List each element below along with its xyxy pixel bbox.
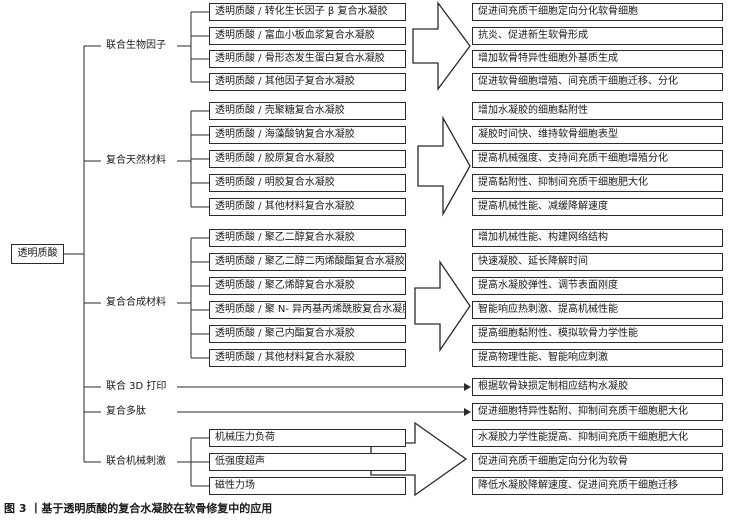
group-3-label: 复合合成材料 — [106, 297, 166, 308]
group-5-outcome-1: 促进细胞特异性黏附、抑制间充质干细胞肥大化 — [472, 403, 723, 421]
group-1-item-2: 透明质酸 / 富血小板血浆复合水凝胶 — [209, 27, 406, 45]
group-6-label: 联合机械刺激 — [106, 456, 166, 467]
group-2-outcome-5: 提高机械性能、减缓降解速度 — [472, 198, 723, 216]
group-1-outcome-2: 抗炎、促进新生软骨形成 — [472, 27, 723, 45]
group-4-long-arrowhead — [464, 383, 471, 391]
group-6-item-1: 机械压力负荷 — [209, 429, 406, 447]
group-1-item-3: 透明质酸 / 骨形态发生蛋白复合水凝胶 — [209, 50, 406, 68]
group-2-item-5: 透明质酸 / 其他材料复合水凝胶 — [209, 198, 406, 216]
group-3-outcome-1: 增加机械性能、构建网络结构 — [472, 229, 723, 247]
group-2-item-3: 透明质酸 / 胶原复合水凝胶 — [209, 150, 406, 168]
group-3-item-4: 透明质酸 / 聚 N- 异丙基丙烯酰胺复合水凝胶 — [209, 301, 406, 319]
group-3-item-3: 透明质酸 / 聚乙烯醇复合水凝胶 — [209, 277, 406, 295]
group-3-item-2: 透明质酸 / 聚乙二醇二丙烯酸酯复合水凝胶 — [209, 253, 406, 271]
group-2-outcome-3: 提高机械强度、支持间充质干细胞增殖分化 — [472, 150, 723, 168]
group-2-label: 复合天然材料 — [106, 155, 166, 166]
group-1-outcome-3: 增加软骨特异性细胞外基质生成 — [472, 50, 723, 68]
group-3-item-5: 透明质酸 / 聚己内酯复合水凝胶 — [209, 325, 406, 343]
group-1-outcome-1: 促进间充质干细胞定向分化软骨细胞 — [472, 3, 723, 21]
group-6-item-3: 磁性力场 — [209, 477, 406, 495]
group-3-outcome-3: 提高水凝胶弹性、调节表面刚度 — [472, 277, 723, 295]
group-1-item-4: 透明质酸 / 其他因子复合水凝胶 — [209, 73, 406, 91]
figure-caption: 图 3 丨基于透明质酸的复合水凝胶在软骨修复中的应用 — [4, 502, 273, 515]
group-2-item-1: 透明质酸 / 壳聚糖复合水凝胶 — [209, 102, 406, 120]
group-1-label: 联合生物因子 — [106, 40, 166, 51]
group-1-big-arrow — [412, 1, 471, 91]
group-2-outcome-1: 增加水凝胶的细胞黏附性 — [472, 102, 723, 120]
group-6-outcome-1: 水凝胶力学性能提高、抑制间充质干细胞肥大化 — [472, 429, 723, 447]
group-3-big-arrow — [414, 259, 471, 353]
group-6-outcome-2: 促进间充质干细胞定向分化为软骨 — [472, 453, 723, 471]
group-6-outcome-3: 降低水凝胶降解速度、促进间充质干细胞迁移 — [472, 477, 723, 495]
group-3-outcome-2: 快速凝胶、延长降解时间 — [472, 253, 723, 271]
group-2-outcome-4: 提高黏附性、抑制间充质干细胞肥大化 — [472, 174, 723, 192]
group-5-long-arrowhead — [464, 408, 471, 416]
group-6-big-arrow — [370, 421, 468, 497]
root-node: 透明质酸 — [11, 244, 64, 264]
group-2-item-4: 透明质酸 / 明胶复合水凝胶 — [209, 174, 406, 192]
group-1-item-1: 透明质酸 / 转化生长因子 β 复合水凝胶 — [209, 3, 406, 21]
group-3-outcome-5: 提高细胞黏附性、模拟软骨力学性能 — [472, 325, 723, 343]
group-5-label: 复合多肽 — [106, 406, 146, 417]
group-3-item-6: 透明质酸 / 其他材料复合水凝胶 — [209, 349, 406, 367]
group-3-outcome-4: 智能响应热刺激、提高机械性能 — [472, 301, 723, 319]
group-2-big-arrow — [417, 115, 471, 217]
group-1-outcome-4: 促进软骨细胞增殖、间充质干细胞迁移、分化 — [472, 73, 723, 91]
group-2-item-2: 透明质酸 / 海藻酸钠复合水凝胶 — [209, 126, 406, 144]
group-4-outcome-1: 根据软骨缺损定制相应结构水凝胶 — [472, 378, 723, 396]
group-3-item-1: 透明质酸 / 聚乙二醇复合水凝胶 — [209, 229, 406, 247]
group-4-label: 联合 3D 打印 — [106, 381, 167, 392]
group-3-outcome-6: 提高物理性能、智能响应刺激 — [472, 349, 723, 367]
group-6-item-2: 低强度超声 — [209, 453, 406, 471]
group-2-outcome-2: 凝胶时间快、维持软骨细胞表型 — [472, 126, 723, 144]
